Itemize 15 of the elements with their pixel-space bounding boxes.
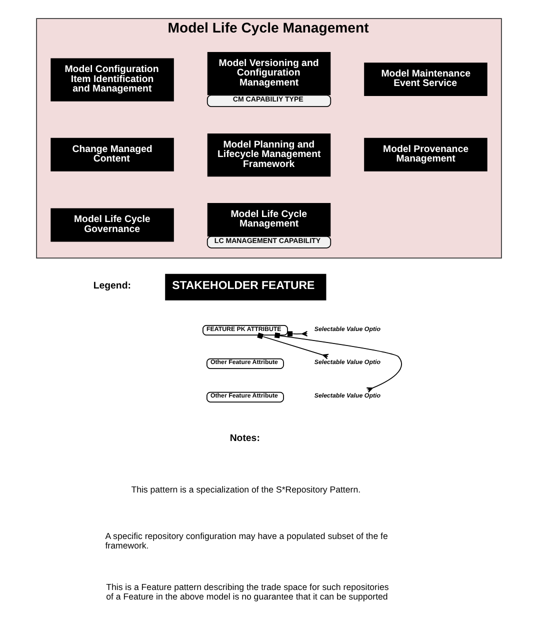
node-box: Model Configuration Item Identification and Management [50, 58, 174, 102]
label: A specific repository configuration may have a populated subset of the fe framework. [105, 530, 388, 551]
label: This pattern is a specialization of the S*Repository Pattern. [131, 484, 361, 495]
node-box: Change Managed Content [50, 138, 174, 172]
node-box: Model Maintenance Event Service [364, 62, 488, 96]
node-box: STAKEHOLDER FEATURE [165, 274, 326, 300]
label: This is a Feature pattern describing the trade space for such repositories of a Feature in the above model is no guarantee that it can be supported [106, 582, 389, 602]
node-box: Model Life Cycle Governance [50, 208, 174, 242]
label: Notes: [230, 433, 260, 444]
connector [257, 332, 329, 360]
node-box: Model Planning and Lifecycle Management Framework [207, 133, 331, 177]
label: Legend: [93, 280, 131, 292]
connector [274, 332, 402, 393]
node-box: Model Provenance Management [364, 138, 488, 172]
connector [287, 330, 308, 337]
